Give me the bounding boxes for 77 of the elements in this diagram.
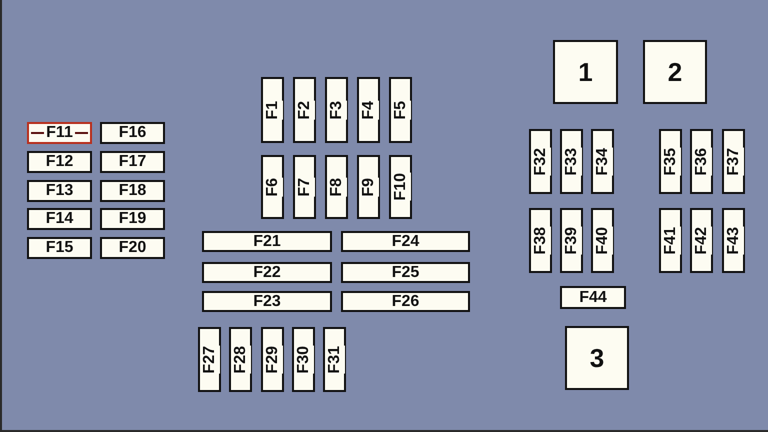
fuse-label: F38 — [530, 226, 550, 254]
fuse-label: F32 — [530, 148, 550, 176]
fuse-label: F5 — [390, 100, 410, 120]
fuse-box — [261, 77, 284, 143]
fuse-box — [560, 129, 583, 194]
fuse-box — [27, 208, 92, 230]
fuse-label: F23 — [251, 294, 283, 310]
fuse-box — [325, 77, 348, 143]
fuse-label: F8 — [326, 178, 346, 196]
fuse-label: F34 — [592, 148, 612, 176]
fuse-label: F2 — [294, 100, 314, 120]
fuse-box — [202, 231, 332, 252]
fuse-label: F30 — [294, 346, 314, 374]
fuse-label: F27 — [200, 346, 220, 374]
fuse-box — [100, 208, 165, 230]
fuse-box — [529, 208, 552, 273]
fuse-label: F26 — [390, 294, 422, 310]
fuse-label: F42 — [692, 226, 712, 254]
fuse-label: F40 — [592, 226, 612, 254]
fuse-box — [722, 208, 745, 273]
fuse-box — [659, 208, 682, 273]
fuse-box — [591, 129, 614, 194]
fuse-box — [341, 291, 470, 312]
fuse-box — [690, 129, 713, 194]
fuse-box — [293, 77, 316, 143]
fuse-box — [325, 155, 348, 219]
fuse-box — [229, 327, 252, 392]
fuse-label: F6 — [262, 178, 282, 196]
fuse-box — [27, 151, 92, 173]
fuse-label: F35 — [660, 148, 680, 176]
fuse-box — [202, 291, 332, 312]
fuse-box — [323, 327, 346, 392]
fuse-box — [261, 327, 284, 392]
fuse-box — [292, 327, 315, 392]
fuse-box — [100, 151, 165, 173]
fuse-box — [198, 327, 221, 392]
fuse-label: F39 — [562, 226, 582, 254]
fuse-box — [690, 208, 713, 273]
relay-box — [553, 40, 618, 104]
fuse-box — [389, 155, 412, 219]
fuse-box — [202, 262, 332, 283]
fuse-box — [293, 155, 316, 219]
fuse-label: F37 — [724, 148, 744, 176]
fuse-label: F25 — [390, 264, 422, 280]
fuse-box — [100, 122, 165, 144]
fuse-box — [722, 129, 745, 194]
fuse-label: F1 — [262, 100, 282, 120]
relay-box — [643, 40, 707, 104]
fuse-label: F43 — [724, 226, 744, 254]
fuse-box — [357, 77, 380, 143]
fuse-box — [27, 122, 92, 144]
fuse-box — [27, 180, 92, 202]
fuse-box — [389, 77, 412, 143]
fuse-label: F9 — [358, 178, 378, 196]
fuse-box — [560, 208, 583, 273]
fuse-box — [560, 286, 626, 309]
fuse-box — [591, 208, 614, 273]
fuse-label: F31 — [324, 346, 344, 374]
fuse-box — [341, 231, 470, 252]
fuse-label: F36 — [692, 148, 712, 176]
fuse-label: F7 — [294, 178, 314, 196]
fuse-box — [529, 129, 552, 194]
fuse-label: F4 — [358, 100, 378, 120]
fuse-label: F28 — [230, 346, 250, 374]
fuse-box — [341, 262, 470, 283]
fuse-label: F41 — [660, 226, 680, 254]
fuse-label: F10 — [390, 173, 410, 201]
fuse-box — [261, 155, 284, 219]
fuse-box — [100, 180, 165, 202]
fuse-box — [27, 237, 92, 259]
fuse-box — [357, 155, 380, 219]
fuse-label: F3 — [326, 100, 346, 120]
fuse-box — [659, 129, 682, 194]
fuse-box — [100, 237, 165, 259]
fuse-label: F29 — [262, 346, 282, 374]
relay-box — [565, 326, 629, 390]
fuse-label: F33 — [562, 148, 582, 176]
